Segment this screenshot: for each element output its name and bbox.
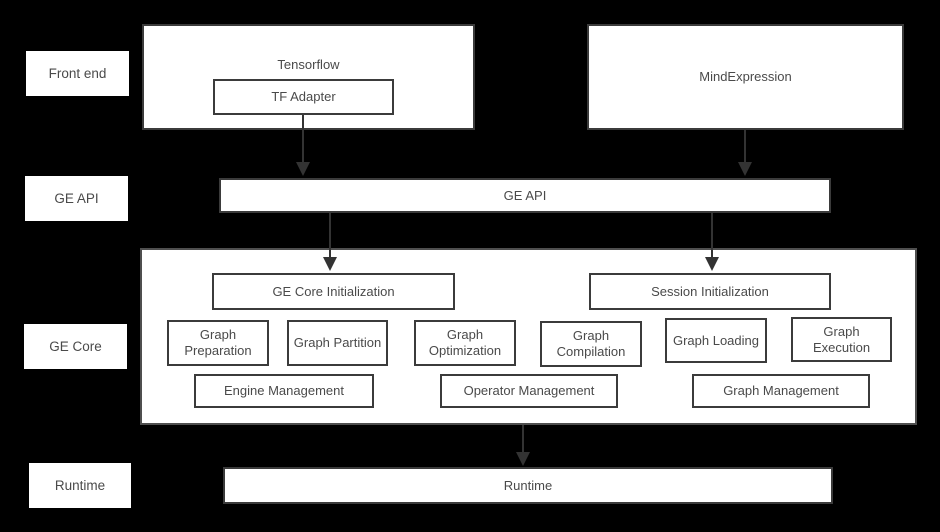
mindexpression-box: MindExpression: [587, 24, 904, 130]
graph-management-box: Graph Management: [692, 374, 870, 408]
arrow-tf-adapter-to-ge-api: [296, 115, 310, 176]
graph-execution-box: Graph Execution: [791, 317, 892, 362]
row-label-ge-core: GE Core: [24, 324, 127, 369]
operator-management-box: Operator Management: [440, 374, 618, 408]
ge-core-initialization-box: GE Core Initialization: [212, 273, 455, 310]
session-initialization-box: Session Initialization: [589, 273, 831, 310]
tensorflow-label: Tensorflow: [277, 57, 340, 72]
row-label-ge-api: GE API: [25, 176, 128, 221]
graph-compilation-box: Graph Compilation: [540, 321, 642, 367]
ge-core-container: GE Core Initialization Session Initializ…: [140, 248, 917, 425]
arrow-ge-api-to-session-initialization: [705, 213, 719, 271]
graph-preparation-box: Graph Preparation: [167, 320, 269, 366]
graph-loading-box: Graph Loading: [665, 318, 767, 363]
arrow-mindexpression-to-ge-api: [738, 130, 752, 176]
graph-partition-box: Graph Partition: [287, 320, 388, 366]
ge-api-bar: GE API: [219, 178, 831, 213]
arrow-ge-core-to-runtime: [516, 425, 530, 466]
runtime-bar: Runtime: [223, 467, 833, 504]
tensorflow-box: Tensorflow TF Adapter: [142, 24, 475, 130]
row-label-runtime: Runtime: [29, 463, 131, 508]
row-label-front-end: Front end: [26, 51, 129, 96]
arrow-ge-api-to-ge-core-initialization: [323, 213, 337, 271]
graph-optimization-box: Graph Optimization: [414, 320, 516, 366]
tf-adapter-box: TF Adapter: [213, 79, 394, 115]
engine-management-box: Engine Management: [194, 374, 374, 408]
